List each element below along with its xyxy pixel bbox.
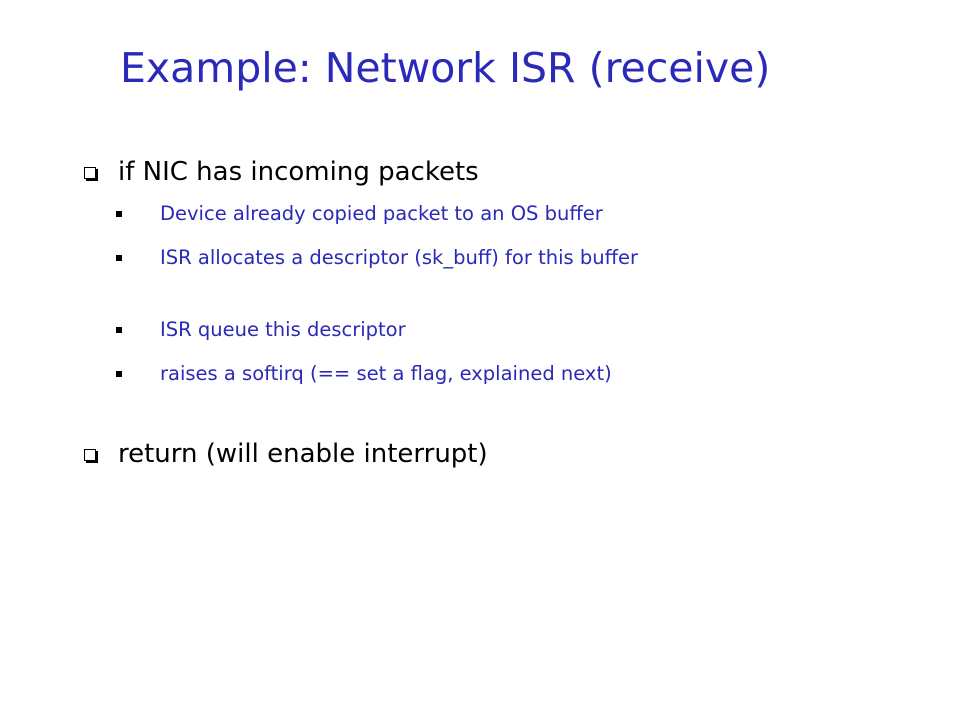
hollow-square-bullet-icon — [84, 167, 96, 179]
sub-bullet-text: Device already copied packet to an OS bu… — [160, 202, 603, 225]
sub-bullet-text: ISR allocates a descriptor (sk_buff) for… — [160, 246, 639, 269]
filled-square-bullet-icon — [116, 371, 122, 377]
sub-bullet-item: ISR allocates a descriptor (sk_buff) for… — [116, 244, 776, 272]
filled-square-bullet-icon — [116, 255, 122, 261]
filled-square-bullet-icon — [116, 211, 122, 217]
hollow-square-bullet-icon — [84, 449, 96, 461]
sub-bullet-item: ISR queue this descriptor — [116, 316, 776, 344]
sub-bullet-text: raises a softirq (== set a flag, explain… — [160, 362, 612, 385]
slide-title: Example: Network ISR (receive) — [120, 44, 771, 92]
filled-square-bullet-icon — [116, 327, 122, 333]
sub-bullet-item: raises a softirq (== set a flag, explain… — [116, 360, 776, 388]
bullet-text: return (will enable interrupt) — [118, 439, 488, 469]
sub-bullet-text: ISR queue this descriptor — [160, 318, 406, 341]
sub-bullet-item: Device already copied packet to an OS bu… — [116, 200, 776, 228]
bullet-text: if NIC has incoming packets — [118, 157, 479, 187]
